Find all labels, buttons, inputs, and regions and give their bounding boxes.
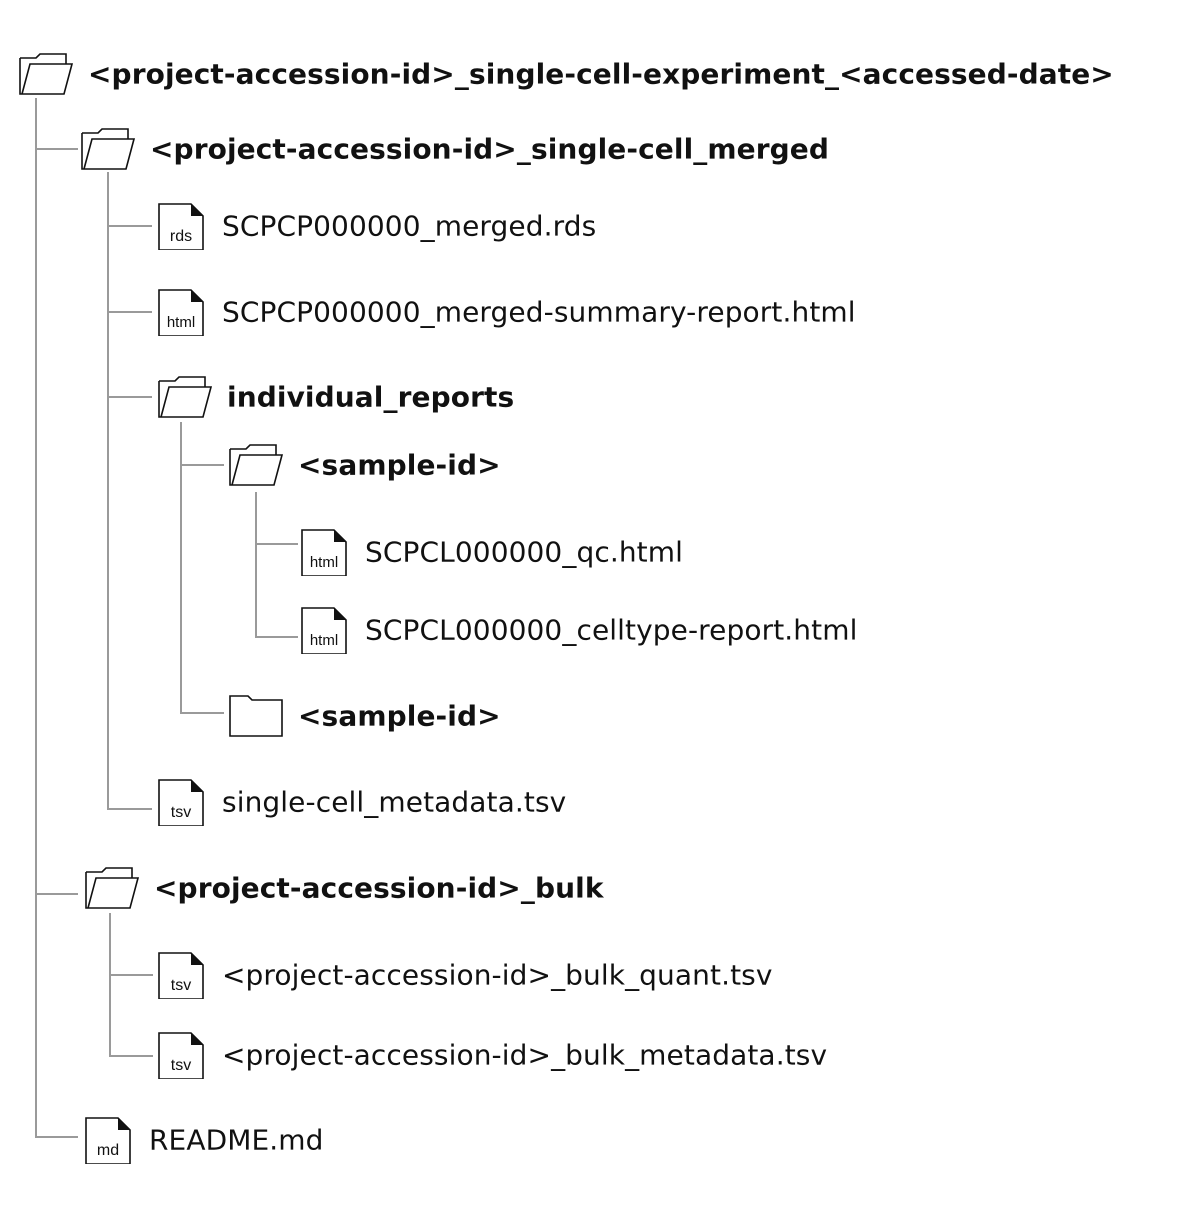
file-bulk-metadata[interactable]: tsv <project-accession-id>_bulk_metadata… <box>155 1032 827 1079</box>
file-ext-label: tsv <box>171 804 191 821</box>
file-bulk-quant[interactable]: tsv <project-accession-id>_bulk_quant.ts… <box>155 952 772 999</box>
file-icon: html <box>301 607 347 654</box>
folder-label: <sample-id> <box>298 699 501 733</box>
file-celltype-report[interactable]: html SCPCL000000_celltype-report.html <box>298 607 857 654</box>
file-icon: tsv <box>158 1032 204 1079</box>
folder-root[interactable]: <project-accession-id>_single-cell-exper… <box>18 52 1114 96</box>
folder-label: <project-accession-id>_single-cell_merge… <box>150 132 830 166</box>
file-merged-summary-report[interactable]: html SCPCP000000_merged-summary-report.h… <box>155 289 856 336</box>
file-label: README.md <box>149 1123 324 1157</box>
file-icon: tsv <box>158 952 204 999</box>
folder-bulk[interactable]: <project-accession-id>_bulk <box>84 866 603 910</box>
file-label: SCPCL000000_celltype-report.html <box>365 613 858 647</box>
folder-open-icon <box>229 444 284 486</box>
file-ext-label: html <box>310 632 338 649</box>
file-merged-rds[interactable]: rds SCPCP000000_merged.rds <box>155 203 596 250</box>
folder-open-icon <box>158 376 213 418</box>
file-ext-label: md <box>97 1142 119 1159</box>
folder-label: <project-accession-id>_single-cell-exper… <box>88 57 1114 91</box>
file-icon: html <box>301 529 347 576</box>
file-ext-label: html <box>310 554 338 571</box>
folder-open-icon <box>81 128 136 170</box>
folder-open-icon <box>19 53 74 95</box>
file-qc-report[interactable]: html SCPCL000000_qc.html <box>298 529 683 576</box>
file-label: SCPCP000000_merged-summary-report.html <box>222 295 856 329</box>
file-label: <project-accession-id>_bulk_quant.tsv <box>222 958 773 992</box>
file-label: SCPCP000000_merged.rds <box>222 209 597 243</box>
file-icon: md <box>85 1117 131 1164</box>
folder-label: <sample-id> <box>298 448 501 482</box>
file-label: <project-accession-id>_bulk_metadata.tsv <box>222 1038 828 1072</box>
folder-single-cell-merged[interactable]: <project-accession-id>_single-cell_merge… <box>80 127 829 171</box>
file-icon: html <box>158 289 204 336</box>
file-readme[interactable]: md README.md <box>82 1117 323 1164</box>
folder-sample-id[interactable]: <sample-id> <box>228 443 501 487</box>
file-icon: tsv <box>158 779 204 826</box>
file-label: SCPCL000000_qc.html <box>365 535 683 569</box>
file-ext-label: tsv <box>171 977 191 994</box>
file-icon: rds <box>158 203 204 250</box>
folder-closed-icon <box>229 695 283 737</box>
folder-individual-reports[interactable]: individual_reports <box>157 375 514 419</box>
folder-label: <project-accession-id>_bulk <box>154 871 604 905</box>
file-ext-label: tsv <box>171 1057 191 1074</box>
folder-sample-id-collapsed[interactable]: <sample-id> <box>228 694 501 738</box>
file-single-cell-metadata[interactable]: tsv single-cell_metadata.tsv <box>155 779 566 826</box>
folder-label: individual_reports <box>227 380 515 414</box>
file-label: single-cell_metadata.tsv <box>222 785 567 819</box>
folder-open-icon <box>85 867 140 909</box>
file-ext-label: html <box>167 314 195 331</box>
file-ext-label: rds <box>170 228 192 245</box>
